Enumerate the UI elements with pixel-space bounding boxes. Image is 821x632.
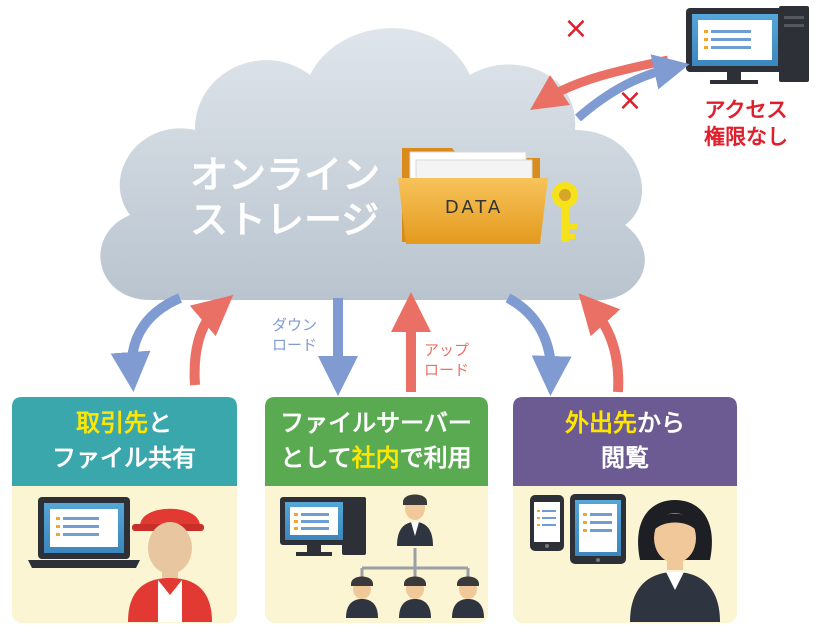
tablet-icon	[570, 494, 626, 564]
download-arrow-remote	[505, 293, 572, 396]
staff-person-icon-3	[452, 576, 484, 618]
fileserver-title-use: で利用	[400, 444, 472, 472]
server-computer-icon	[280, 497, 366, 556]
delivery-worker-icon	[128, 508, 212, 622]
blocked-mark-download: ×	[617, 83, 642, 118]
laptop-icon	[28, 497, 140, 568]
key-icon	[552, 182, 578, 242]
staff-person-icon-2	[399, 576, 431, 618]
upload-arrow-remote	[578, 293, 624, 393]
fileserver-title-as: として	[280, 444, 351, 472]
download-label-line1: ダウン	[272, 316, 317, 334]
businesswoman-icon	[630, 500, 720, 622]
panel-partner-title-line1: 取引先と	[76, 409, 172, 437]
folder-data-label: DATA	[445, 197, 503, 218]
download-label-line2: ロード	[272, 336, 317, 354]
cloud-title-line1: オンライン	[190, 153, 380, 197]
upload-label-line2: ロード	[424, 361, 469, 379]
highlight-internal: 社内	[352, 444, 400, 472]
panel-remote-title-line2: 閲覧	[601, 444, 649, 472]
org-chart-icon	[346, 494, 484, 618]
smartphone-icon	[530, 495, 564, 551]
partner-title-and: と	[148, 409, 172, 437]
data-folder-icon	[398, 148, 548, 244]
blocked-download-arrow	[575, 54, 690, 122]
external-computer-icon	[686, 6, 809, 84]
upload-label-line1: アップ	[424, 341, 469, 359]
cloud-title-line2: ストレージ	[190, 198, 379, 242]
remote-title-from: から	[637, 409, 685, 437]
staff-person-icon-1	[346, 576, 378, 618]
manager-person-icon	[397, 494, 433, 546]
panel-fileserver-title-line1: ファイルサーバー	[280, 409, 472, 437]
highlight-outside: 外出先	[565, 409, 637, 437]
upload-arrow-partner	[189, 295, 234, 386]
panel-remote-title-line1: 外出先から	[565, 409, 685, 437]
access-denied-line2: 権限なし	[704, 125, 788, 149]
panel-partner-title-line2: ファイル共有	[52, 444, 196, 472]
highlight-partner: 取引先	[76, 409, 148, 437]
panel-fileserver-title-line2: として社内で利用	[280, 444, 471, 472]
download-arrow-partner	[110, 293, 183, 392]
blocked-mark-upload: ×	[563, 11, 588, 46]
access-denied-line1: アクセス	[705, 98, 788, 122]
